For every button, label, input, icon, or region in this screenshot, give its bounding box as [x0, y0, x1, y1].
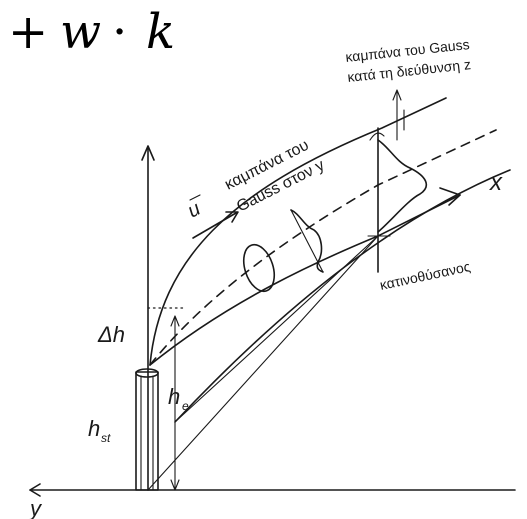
- y-axis-label: y: [28, 496, 43, 519]
- dot-operator: ·: [112, 4, 127, 60]
- equation-fragment: + w · k: [8, 4, 175, 60]
- gauss-y-bell: [290, 209, 324, 273]
- ground-projection-line: [147, 235, 379, 491]
- he-subscript: e: [182, 399, 189, 413]
- stack-outer: [135, 371, 159, 491]
- wind-vector-bar: [189, 194, 201, 201]
- x-axis-curve: [174, 169, 511, 423]
- y-axis-arrowhead: [29, 483, 41, 497]
- gauss-z-curve: [377, 139, 428, 233]
- hst-subscript: st: [101, 431, 111, 445]
- k-symbol: k: [146, 4, 175, 60]
- plume-label: κατινοθύσανος: [378, 258, 472, 293]
- wind-vector-label: u: [184, 198, 204, 223]
- delta-h-label: Δh: [97, 322, 125, 347]
- gauss-z-bell: [377, 89, 428, 233]
- he-arrow-bottom: [170, 479, 180, 491]
- gauss-y-curve: [290, 209, 324, 273]
- plume-centerline: [149, 129, 497, 366]
- chimney-stack: [135, 368, 159, 491]
- x-axis-arrowhead: [439, 187, 461, 206]
- he-arrow-top: [170, 315, 180, 327]
- z-axis-arrowhead: [141, 145, 155, 161]
- plume-floor-line: [174, 235, 379, 423]
- w-symbol: w: [60, 4, 101, 60]
- plus-sign: +: [8, 4, 48, 60]
- cross-section-ellipse: [242, 243, 276, 293]
- plume-upper-edge: [149, 97, 447, 366]
- plume-lower-edge: [149, 194, 461, 366]
- gauss-z-indicator-arrow: [392, 89, 402, 101]
- hst-label: h: [88, 416, 100, 441]
- he-label: h: [168, 384, 180, 409]
- wind-arrowhead: [225, 211, 239, 223]
- far-section-top-arc: [369, 132, 385, 141]
- wind-arrow-line: [192, 212, 237, 239]
- x-axis-label: x: [489, 169, 503, 196]
- stack-top-ellipse: [135, 368, 159, 378]
